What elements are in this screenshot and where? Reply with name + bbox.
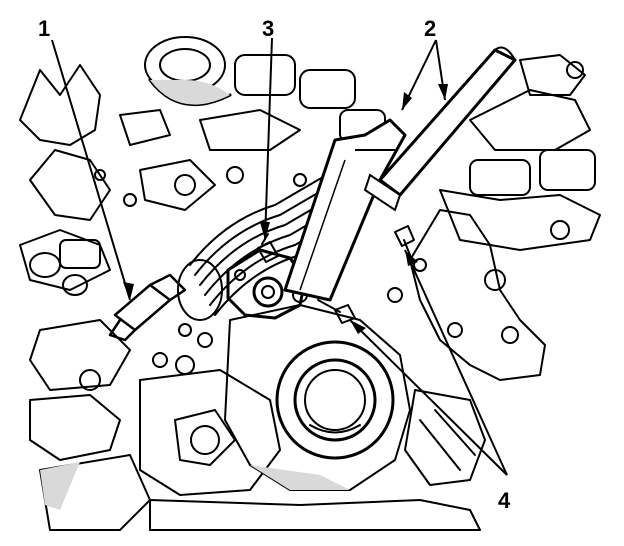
bolt-callout-4a (394, 225, 415, 256)
tensioner-bracket (226, 248, 308, 320)
tool-handle (283, 46, 517, 302)
callout-2: 2 (424, 16, 436, 41)
leader-4a (404, 249, 508, 476)
bolt-callout-4b (317, 299, 356, 324)
sensor-callout-1 (108, 273, 187, 342)
arrowheads (123, 84, 448, 334)
leader-3 (264, 37, 273, 241)
leader-4b (349, 319, 508, 476)
callout-4: 4 (498, 488, 511, 513)
front-cover-seal (275, 340, 395, 460)
callout-1: 1 (38, 16, 50, 41)
leader-lines (51, 37, 508, 476)
callout-3: 3 (262, 16, 274, 41)
shading (40, 80, 350, 510)
leader-1 (51, 39, 131, 301)
